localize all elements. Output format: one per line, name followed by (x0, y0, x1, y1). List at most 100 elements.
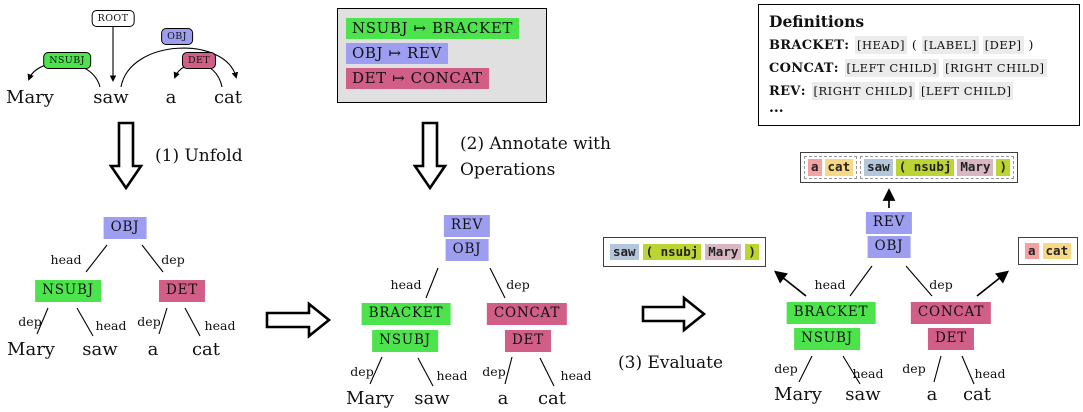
tree1-word-mary: Mary (7, 339, 55, 360)
def-token-left-child2: [LEFT CHILD] (918, 82, 1014, 100)
right-arrow-1 (265, 301, 332, 339)
tree3-right-det: DET (927, 328, 975, 350)
def-close-paren: ) (1028, 37, 1034, 52)
root-label: ROOT (91, 10, 135, 27)
tree2-edge-dep-a: dep (482, 364, 506, 379)
definition-rev: REV: [RIGHT CHILD] [LEFT CHILD] (769, 80, 1071, 103)
dep-word-mary: Mary (6, 87, 54, 108)
dep-word-saw: saw (93, 87, 129, 108)
definition-bracket-name: BRACKET (769, 38, 845, 53)
tree2-root-obj: OBJ (445, 239, 489, 261)
tree1-root-obj: OBJ (103, 217, 147, 239)
tree3-word-cat: cat (962, 384, 992, 405)
def-token-label: [LABEL] (921, 36, 979, 54)
tree2-right-det: DET (504, 330, 552, 352)
step3-label: (3) Evaluate (618, 353, 724, 373)
result-top-token-open-nsubj: ( nsubj (895, 159, 955, 176)
definition-bracket: BRACKET: [HEAD] ( [LABEL] [DEP] ) (769, 34, 1071, 57)
definitions-ellipsis: ... (769, 100, 784, 116)
def-open-paren: ( (911, 37, 917, 52)
tree2-word-a: a (497, 388, 509, 409)
tree2-edges (369, 267, 555, 387)
result-right-token-cat: cat (1042, 242, 1072, 260)
tree3-edge-head: head (814, 277, 846, 292)
tree3-word-mary: Mary (774, 384, 822, 405)
obj-arc (120, 47, 239, 88)
obj-arc-label: OBJ (161, 28, 193, 45)
result-top-token-a: a (808, 159, 822, 176)
tree3-edges (798, 265, 975, 385)
tree3-edge-dep: dep (929, 277, 953, 292)
tree2-word-cat: cat (537, 388, 567, 409)
rule-obj-rev: OBJ ↦ REV (346, 43, 448, 64)
tree3-edge-head-saw: head (852, 366, 884, 381)
tree1-edge-head: head (50, 252, 82, 267)
step1-label: (1) Unfold (155, 146, 243, 166)
result-right-token-a: a (1025, 242, 1039, 260)
down-arrow-annotate (412, 121, 448, 191)
evaluate-result-arrows (774, 188, 1009, 297)
tree3-edge-dep-a: dep (902, 361, 926, 376)
tree1-edge-dep: dep (161, 252, 185, 267)
tree1-word-a: a (147, 339, 159, 360)
result-top-token-close: ) (996, 159, 1011, 176)
result-top-group-left-child: saw ( nsubj Mary ) (860, 156, 1015, 179)
tree1-left-nsubj: NSUBJ (35, 280, 101, 302)
definition-bracket-colon: : (844, 38, 850, 53)
tree3-right-op-concat: CONCAT (910, 302, 992, 324)
definition-rev-colon: : (800, 84, 806, 99)
tree1-right-det: DET (158, 280, 206, 302)
arrow-to-right-result (976, 270, 1009, 297)
tree3-root-op-rev: REV (865, 212, 913, 234)
tree3-word-saw: saw (845, 384, 881, 405)
definitions-title: Definitions (769, 12, 865, 31)
def-token-right-child2: [RIGHT CHILD] (811, 82, 915, 100)
result-left-token-mary: Mary (705, 243, 742, 261)
tree3-word-a: a (926, 384, 938, 405)
definition-concat-name: CONCAT (769, 61, 834, 76)
definitions-panel: Definitions BRACKET: [HEAD] ( [LABEL] [D… (758, 4, 1080, 126)
result-left-box: saw ( nsubj Mary ) (603, 237, 766, 267)
tree3-left-nsubj: NSUBJ (794, 328, 860, 350)
step2-label-line1: (2) Annotate with (460, 134, 611, 154)
tree3-left-op-bracket: BRACKET (786, 302, 876, 324)
tree2-edge-head: head (390, 277, 422, 292)
result-top-box: a cat saw ( nsubj Mary ) (800, 152, 1019, 183)
tree2-edge-head-saw: head (436, 368, 468, 383)
def-token-head: [HEAD] (855, 36, 907, 54)
tree1-edge-dep-mary: dep (18, 314, 42, 329)
tree2-word-mary: Mary (346, 388, 394, 409)
rule-det-concat: DET ↦ CONCAT (346, 68, 489, 89)
def-token-right-child: [RIGHT CHILD] (943, 59, 1047, 77)
tree2-edge-head-cat: head (560, 368, 592, 383)
tree1-edge-head-saw: head (95, 318, 127, 333)
tree2-word-saw: saw (414, 388, 450, 409)
tree2-edge-dep-mary: dep (350, 364, 374, 379)
tree3-edge-dep-mary: dep (774, 361, 798, 376)
tree1-edges (36, 244, 201, 337)
right-arrow-evaluate (641, 295, 707, 333)
det-arc-label: DET (181, 52, 217, 69)
result-top-group-right-child: a cat (804, 156, 858, 179)
operations-legend: NSUBJ ↦ BRACKET OBJ ↦ REV DET ↦ CONCAT (337, 8, 547, 103)
step-arrows (108, 121, 707, 339)
tree3-root-obj: OBJ (867, 236, 911, 258)
tree2-edge-dep: dep (506, 277, 530, 292)
result-left-token-close: ) (745, 243, 759, 261)
arrow-to-left-result (774, 270, 807, 297)
tree3-edge-head-cat: head (974, 366, 1006, 381)
result-top-token-saw: saw (864, 159, 893, 176)
definition-concat-colon: : (833, 61, 839, 76)
definition-rev-name: REV (769, 84, 801, 99)
result-left-token-saw: saw (610, 243, 639, 261)
tree1-edge-head-cat: head (204, 318, 236, 333)
def-token-dep: [DEP] (982, 36, 1024, 54)
result-left-token-open-nsubj: ( nsubj (642, 243, 702, 261)
result-top-token-mary: Mary (957, 159, 994, 176)
tree2-left-nsubj: NSUBJ (372, 330, 438, 352)
tree2-right-op-concat: CONCAT (486, 303, 568, 325)
tree1-edge-dep-a: dep (137, 314, 161, 329)
down-arrow-unfold (108, 121, 144, 191)
